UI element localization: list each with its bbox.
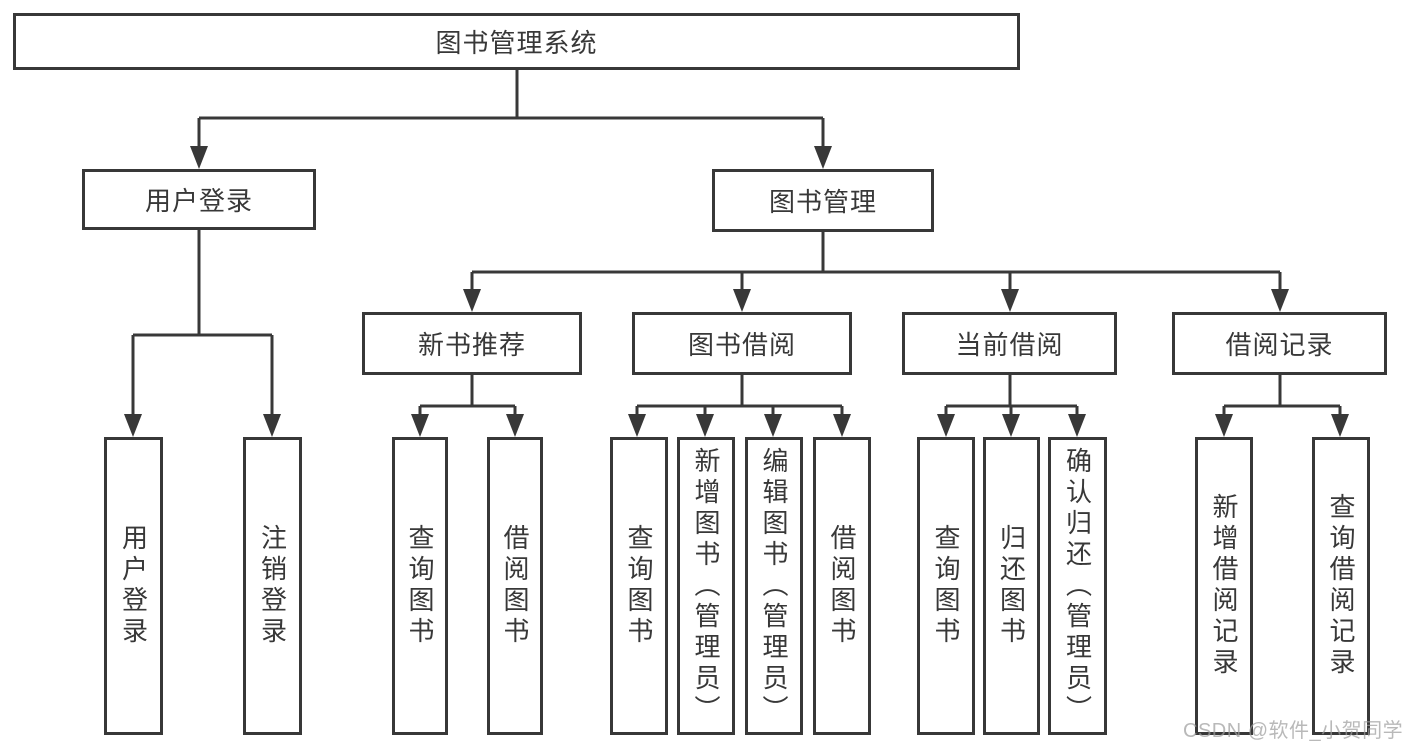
leaf-logout-label: 注销登录 [257,524,288,648]
node-book-borrowing-label: 图书借阅 [687,330,796,360]
leaf-user-login-label: 用户登录 [118,524,149,648]
csdn-watermark: CSDN @软件_小贺同学 [1183,720,1404,742]
node-new-book-recommend: 新书推荐 [362,312,582,375]
leaf-query-borrow-record-label: 查询借阅记录 [1326,493,1356,679]
leaf-borrow-books-label: 借阅图书 [827,524,857,648]
leaf-logout: 注销登录 [243,437,302,735]
leaf-add-borrow-record-label: 新增借阅记录 [1209,493,1239,679]
node-user-login: 用户登录 [82,169,316,230]
node-user-login-label: 用户登录 [144,186,253,216]
leaf-borrow-books: 借阅图书 [813,437,871,735]
leaf-confirm-return-admin: 确认归还（管理员） [1048,437,1107,735]
leaf-add-borrow-record: 新增借阅记录 [1195,437,1253,735]
leaf-return-books-label: 归还图书 [996,524,1027,648]
leaf-borrow-books-recommend-label: 借阅图书 [500,524,530,648]
leaf-query-books-recommend: 查询图书 [392,437,448,735]
node-book-management: 图书管理 [712,169,934,232]
node-book-borrowing: 图书借阅 [632,312,852,375]
node-current-borrowing-label: 当前借阅 [955,330,1064,360]
leaf-add-books-admin-label: 新增图书（管理员） [691,446,721,726]
node-book-management-label: 图书管理 [768,187,877,217]
leaf-query-books-borrowing-label: 查询图书 [624,524,654,648]
leaf-confirm-return-admin-label: 确认归还（管理员） [1062,446,1093,726]
leaf-query-books-current: 查询图书 [917,437,975,735]
node-root: 图书管理系统 [13,13,1020,70]
leaf-query-books-current-label: 查询图书 [931,524,961,648]
leaf-query-books-recommend-label: 查询图书 [405,524,435,648]
node-new-book-recommend-label: 新书推荐 [417,330,526,360]
node-current-borrowing: 当前借阅 [902,312,1117,375]
leaf-add-books-admin: 新增图书（管理员） [677,437,735,735]
leaf-query-borrow-record: 查询借阅记录 [1312,437,1370,735]
leaf-borrow-books-recommend: 借阅图书 [487,437,543,735]
leaf-query-books-borrowing: 查询图书 [610,437,668,735]
leaf-user-login: 用户登录 [104,437,163,735]
leaf-edit-books-admin-label: 编辑图书（管理员） [759,446,789,726]
leaf-edit-books-admin: 编辑图书（管理员） [745,437,803,735]
node-borrowing-records-label: 借阅记录 [1225,330,1334,360]
node-root-label: 图书管理系统 [435,28,598,58]
node-borrowing-records: 借阅记录 [1172,312,1387,375]
leaf-return-books: 归还图书 [983,437,1040,735]
arrowheads [124,146,1349,437]
